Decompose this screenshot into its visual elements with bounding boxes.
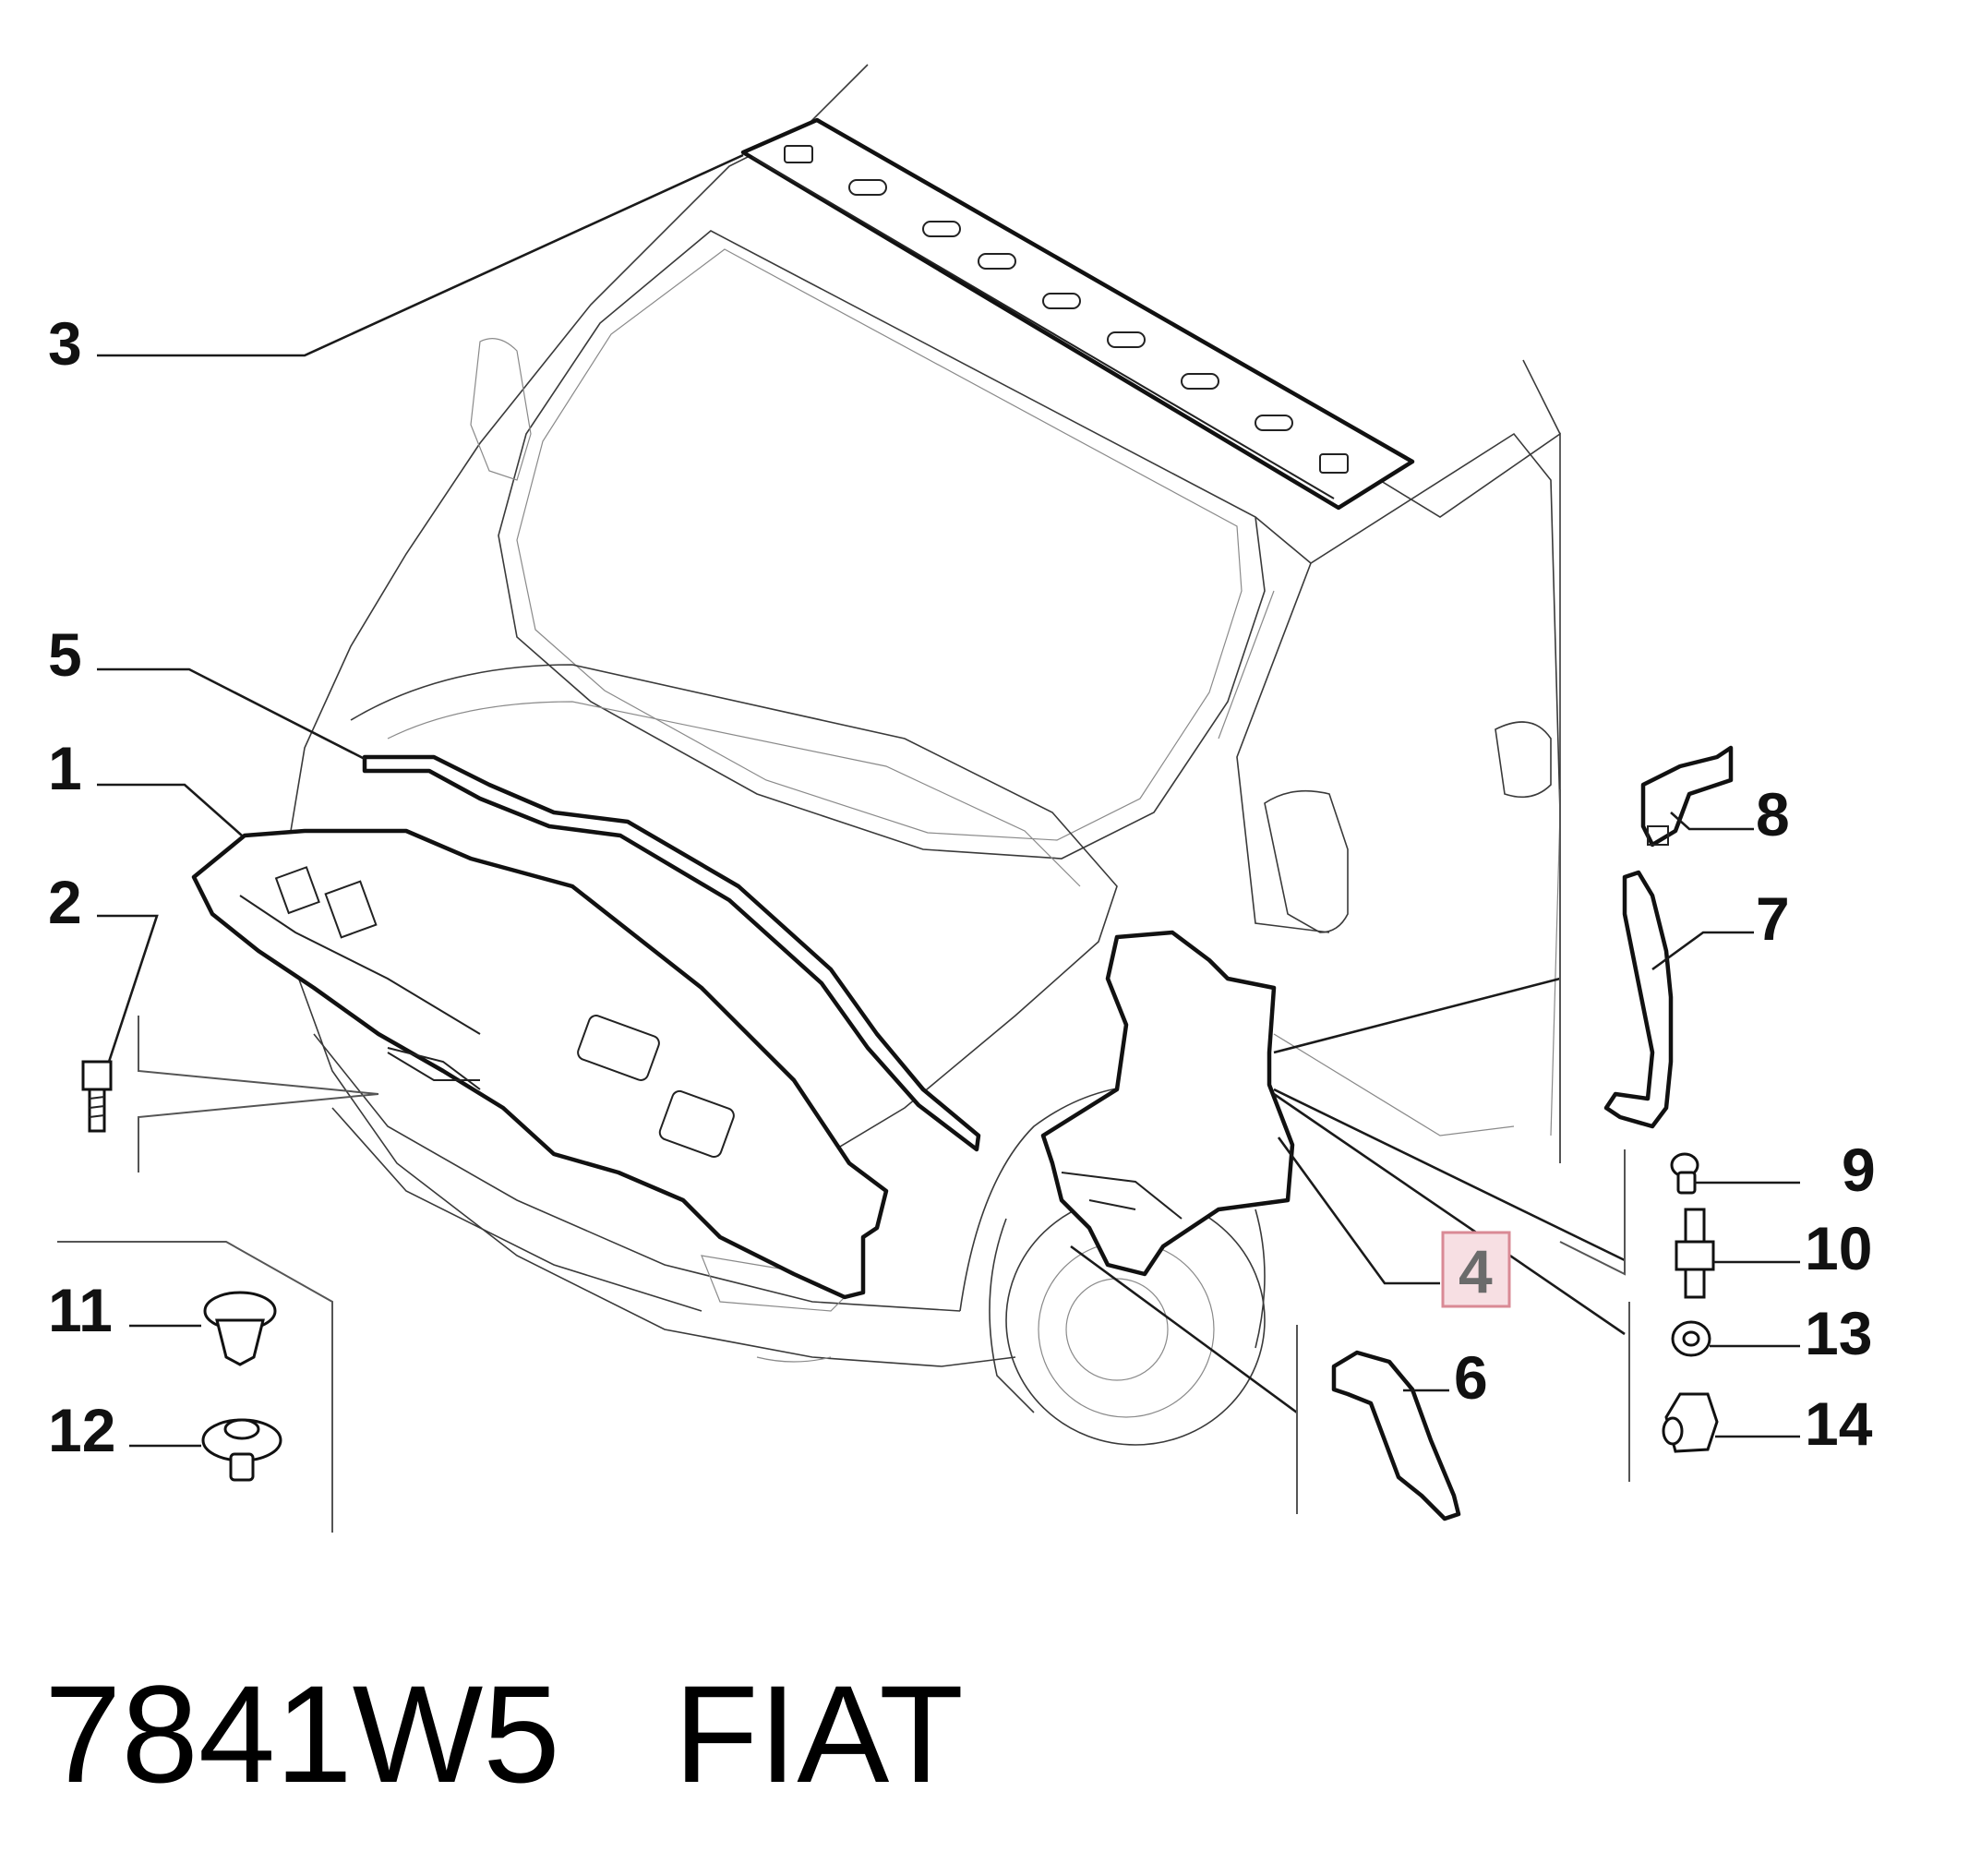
part-1-front-cross-member [191,828,889,1300]
part-5-seal-strip [362,754,981,1152]
grouping-brackets [57,789,1630,1533]
callout-13[interactable]: 13 [1805,1299,1872,1367]
part-8-bracket [1640,745,1734,848]
part-6-small-bracket [1331,1350,1461,1521]
callout-3[interactable]: 3 [48,309,82,378]
callout-9[interactable]: 9 [1842,1136,1876,1204]
callout-4-highlight[interactable]: 4 [1441,1231,1511,1308]
part-14-nut-insert [1662,1392,1719,1453]
callout-14[interactable]: 14 [1805,1389,1873,1458]
callout-7[interactable]: 7 [1756,884,1790,953]
footer: 7841W5 FIAT [44,1656,964,1811]
leader-lines [97,153,1800,1448]
callout-6[interactable]: 6 [1454,1343,1488,1412]
part-9-rivet [1670,1152,1699,1195]
callout-labels: 3 5 1 2 11 12 8 7 9 10 13 14 6 4 [48,309,1876,1464]
part-12-screw-clip [201,1418,282,1482]
part-3-roof-strip [740,117,1415,511]
callout-2[interactable]: 2 [48,868,82,936]
callout-10[interactable]: 10 [1805,1214,1872,1282]
callout-8[interactable]: 8 [1756,780,1790,848]
callout-12[interactable]: 12 [48,1396,115,1464]
callout-11[interactable]: 11 [48,1276,113,1344]
part-7-long-bracket [1603,870,1674,1129]
brand-name: FIAT [674,1656,964,1811]
highlight-box [1441,1231,1511,1308]
part-4-wheel-arch-liner [1040,930,1295,1277]
callout-4[interactable]: 4 [1459,1237,1493,1305]
part-2-bolt [81,1060,113,1133]
part-11-push-clip [203,1291,277,1366]
part-13-washer [1671,1320,1711,1357]
van-body-outline [285,64,1561,1446]
part-10-stud [1675,1208,1715,1299]
part-code: 7841W5 [44,1656,560,1811]
callout-1[interactable]: 1 [48,734,82,802]
callout-5[interactable]: 5 [48,620,82,689]
